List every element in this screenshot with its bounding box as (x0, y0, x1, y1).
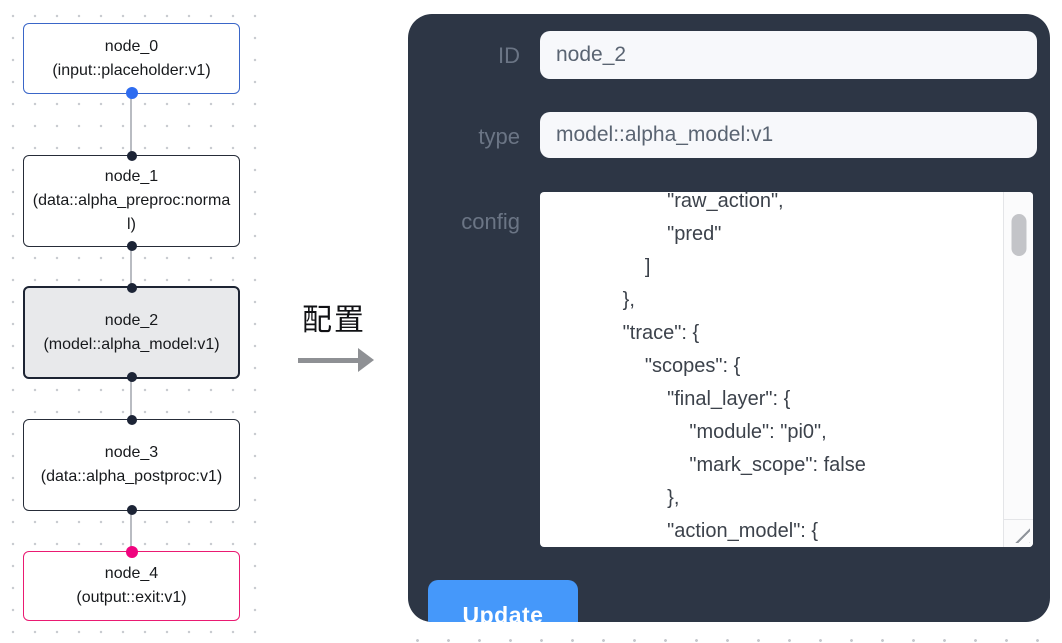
config-textarea[interactable]: "raw_action", "pred" ] }, "trace": { "sc… (540, 192, 1033, 547)
source-handle[interactable] (125, 87, 138, 99)
node-type: (input::placeholder:v1) (52, 61, 211, 79)
target-handle[interactable] (126, 283, 137, 293)
flow-node-node_3[interactable]: node_3 (data::alpha_postproc:v1) (23, 415, 240, 515)
node-title: node_1 (104, 168, 159, 185)
edge-node0-node1 (130, 94, 132, 155)
transition-annotation: 配置 (290, 295, 390, 372)
edge-node1-node2 (130, 247, 132, 286)
target-handle[interactable] (126, 415, 137, 425)
type-input[interactable] (540, 112, 1037, 158)
edge-node3-node4 (130, 511, 132, 551)
source-handle[interactable] (126, 372, 137, 382)
transition-label: 配置 (302, 304, 366, 337)
node-config-panel: ID type config "raw_action", "pred" ] },… (408, 14, 1050, 622)
node-title: node_0 (104, 37, 159, 55)
node-title: node_3 (104, 444, 159, 461)
flow-node-node_2-selected[interactable]: node_2 (model::alpha_model:v1) (23, 283, 240, 382)
id-field-label: ID (498, 43, 520, 68)
edge-node2-node3 (130, 379, 132, 419)
config-field-label: config (461, 209, 520, 234)
target-handle[interactable] (125, 546, 138, 558)
update-button[interactable]: Update (428, 580, 578, 622)
scrollbar-corner (1004, 519, 1033, 547)
node-title: node_4 (104, 565, 159, 582)
right-arrow-icon (290, 348, 390, 372)
flow-node-node_0[interactable]: node_0 (input::placeholder:v1) (23, 23, 240, 99)
scrollbar-thumb[interactable] (1011, 214, 1026, 256)
flow-canvas[interactable]: node_0 (input::placeholder:v1) node_1 (d… (0, 0, 272, 643)
config-json-text: "raw_action", "pred" ] }, "trace": { "sc… (622, 192, 866, 542)
id-input[interactable] (540, 31, 1037, 79)
node-type: (model::alpha_model:v1) (43, 335, 220, 353)
type-field-label: type (478, 124, 520, 149)
node-title: node_2 (104, 311, 159, 329)
node-type: (data::alpha_preproc:normal) (32, 192, 231, 233)
source-handle[interactable] (126, 241, 137, 251)
config-scrollbar[interactable] (1003, 192, 1033, 547)
flow-node-node_4[interactable]: node_4 (output::exit:v1) (23, 546, 240, 621)
node-type: (output::exit:v1) (76, 589, 187, 606)
node-type: (data::alpha_postproc:v1) (40, 468, 223, 485)
target-handle[interactable] (126, 151, 137, 161)
flow-node-node_1[interactable]: node_1 (data::alpha_preproc:normal) (23, 151, 240, 251)
source-handle[interactable] (126, 505, 137, 515)
